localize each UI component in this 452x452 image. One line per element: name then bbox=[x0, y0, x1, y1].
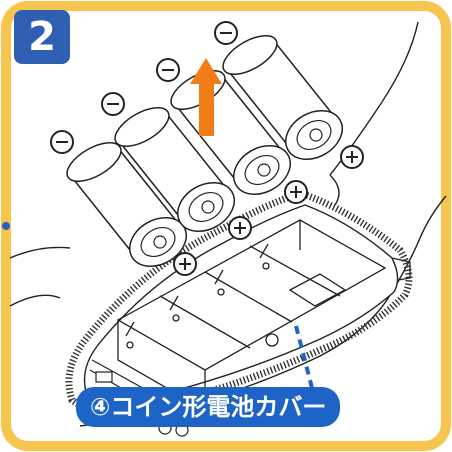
coin-cell-cover-label: ④コイン形電池カバー bbox=[76, 387, 341, 427]
minus-circle-icon bbox=[101, 92, 125, 116]
battery-4 bbox=[222, 34, 343, 160]
plus-circle-icon bbox=[340, 145, 364, 169]
plus-circle-icon bbox=[173, 252, 197, 276]
minus-circle-icon bbox=[50, 130, 74, 154]
plus-circle-icon bbox=[284, 180, 308, 204]
plus-circle-icon bbox=[228, 216, 252, 240]
compartment-interior bbox=[116, 219, 411, 411]
minus-circle-icon bbox=[156, 58, 180, 82]
step-number-badge: 2 bbox=[14, 10, 70, 64]
page-marker bbox=[2, 222, 10, 230]
minus-circle-icon bbox=[214, 21, 238, 45]
battery-2 bbox=[114, 106, 235, 232]
caption-leader-line bbox=[294, 325, 314, 389]
arrow-up-icon bbox=[190, 58, 222, 136]
battery-1 bbox=[66, 141, 187, 267]
